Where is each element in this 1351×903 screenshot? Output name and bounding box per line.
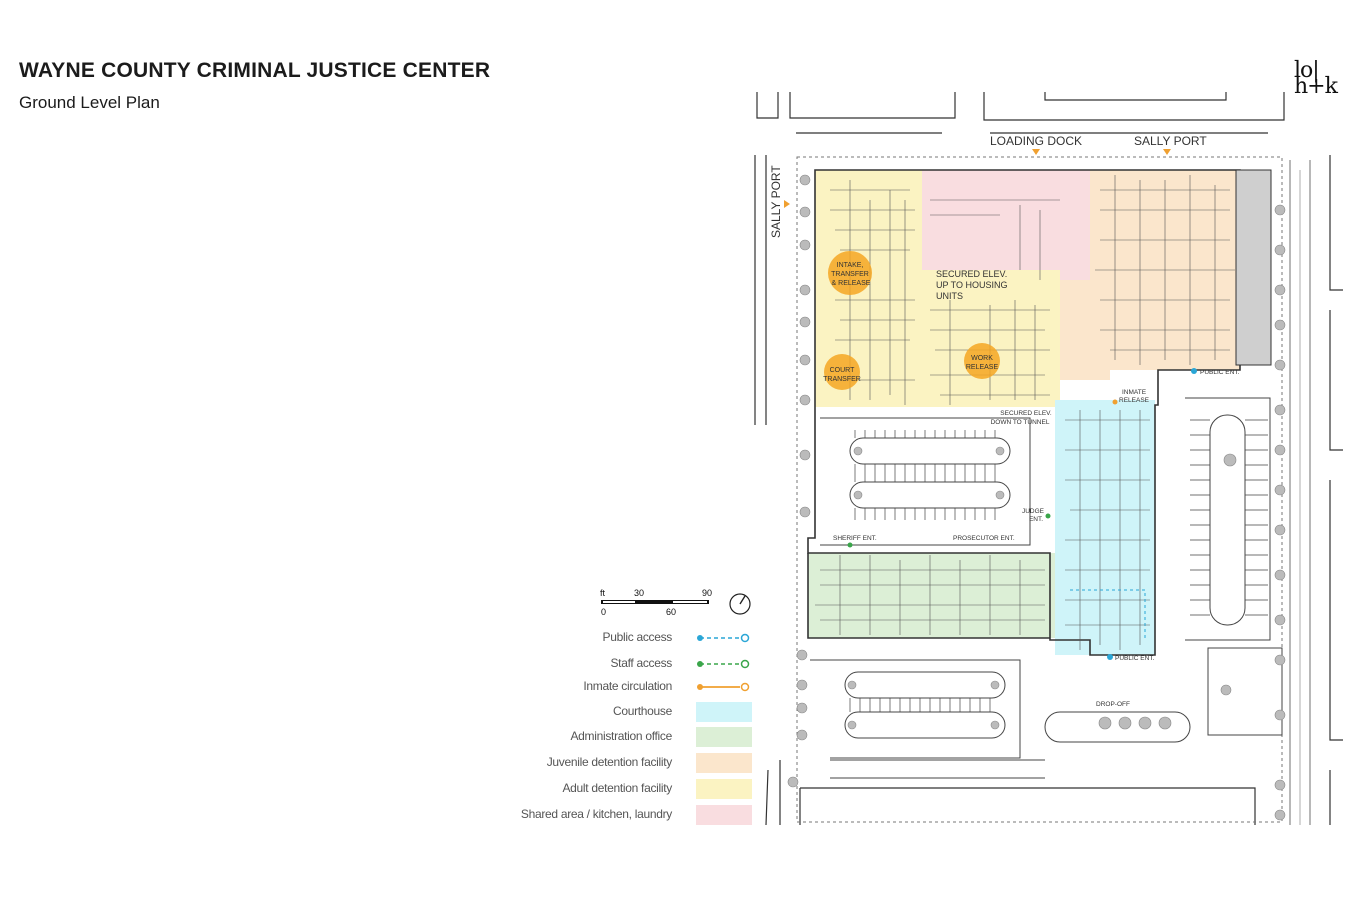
legend-item-shared: Shared area / kitchen, laundry	[480, 805, 752, 825]
label-court-transfer-2: TRANSFER	[823, 376, 861, 383]
logo-line-2: h+k	[1294, 74, 1338, 99]
label-court-transfer-1: COURT	[830, 367, 855, 374]
building-walls	[807, 169, 1272, 656]
label-loading-dock: LOADING DOCK	[990, 134, 1082, 148]
public-access-line-icon	[697, 633, 750, 643]
north-arrow-icon	[729, 593, 751, 615]
staff-access-line-icon	[697, 659, 750, 669]
label-judge-ent-2: ENT.	[1029, 516, 1043, 523]
shared-swatch	[696, 805, 752, 825]
legend-item-courthouse: Courthouse	[480, 702, 752, 722]
administration-swatch	[696, 727, 752, 747]
label-inmate-release-1: INMATE	[1122, 389, 1147, 396]
courthouse-swatch	[696, 702, 752, 722]
street-curbs	[754, 92, 1343, 826]
juvenile-swatch	[696, 753, 752, 773]
label-intake-1: INTAKE,	[837, 262, 864, 269]
label-secured-elev-up-2: UP TO HOUSING	[936, 280, 1008, 290]
label-work-release-2: RELEASE	[966, 364, 999, 371]
legend: Public access Staff access Inmate circul…	[480, 628, 760, 828]
legend-label: Administration office	[570, 729, 672, 743]
brand-logo: lo| h+k	[1290, 60, 1344, 104]
label-public-ent-top: PUBLIC ENT.	[1200, 369, 1240, 376]
label-public-ent-bottom: PUBLIC ENT.	[1115, 655, 1155, 662]
inmate-circulation-line-icon	[697, 682, 750, 692]
scale-tick-60: 60	[666, 607, 677, 617]
label-work-release-1: WORK	[971, 355, 993, 362]
legend-item-juvenile: Juvenile detention facility	[480, 753, 752, 773]
label-judge-ent-1: JUDGE	[1022, 508, 1045, 515]
legend-label: Juvenile detention facility	[546, 755, 673, 769]
legend-label: Inmate circulation	[583, 679, 672, 693]
legend-item-administration: Administration office	[480, 727, 752, 747]
scale-bar: ft 30 90 0 60	[598, 586, 718, 620]
label-secured-elev-up-3: UNITS	[936, 291, 963, 301]
label-sally-port-left: SALLY PORT	[769, 165, 783, 238]
adult-swatch	[696, 779, 752, 799]
legend-label: Public access	[602, 630, 673, 644]
circulation-markers	[784, 149, 1197, 660]
label-drop-off: DROP-OFF	[1096, 701, 1130, 708]
scale-bar-graphic	[601, 600, 709, 604]
label-intake-2: TRANSFER	[831, 271, 869, 278]
page-subtitle: Ground Level Plan	[19, 93, 160, 112]
legend-item-inmate-circulation: Inmate circulation	[480, 677, 752, 697]
site-plan: LOADING DOCK SALLY PORT SALLY PORT INTAK…	[754, 92, 1343, 826]
label-prosecutor-ent: PROSECUTOR ENT.	[953, 535, 1015, 542]
label-inmate-release-2: RELEASE	[1119, 397, 1150, 404]
label-secured-elev-up-1: SECURED ELEV.	[936, 269, 1007, 279]
scale-tick-90: 90	[702, 588, 713, 598]
scale-unit: ft	[600, 588, 606, 598]
label-sally-port-top: SALLY PORT	[1134, 134, 1207, 148]
program-circles	[824, 251, 1000, 390]
scale-tick-30: 30	[634, 588, 645, 598]
label-secured-elev-down-2: DOWN TO TUNNEL	[991, 419, 1050, 426]
legend-label: Courthouse	[612, 704, 672, 718]
parking-stripes	[849, 419, 1268, 712]
label-secured-elev-down-1: SECURED ELEV.	[1000, 410, 1052, 417]
scale-tick-0: 0	[601, 607, 607, 617]
label-intake-3: & RELEASE	[832, 280, 871, 287]
legend-item-adult: Adult detention facility	[480, 779, 752, 799]
legend-label: Adult detention facility	[562, 781, 672, 795]
page-title: WAYNE COUNTY CRIMINAL JUSTICE CENTER	[19, 59, 491, 82]
logo-line-1: lo|	[1294, 58, 1320, 83]
plan-labels: LOADING DOCK SALLY PORT SALLY PORT INTAK…	[769, 134, 1240, 708]
parking-lots	[810, 397, 1283, 779]
legend-label: Shared area / kitchen, laundry	[520, 807, 672, 821]
tree-icons	[787, 174, 1286, 821]
legend-label: Staff access	[610, 656, 672, 670]
label-sheriff-ent: SHERIFF ENT.	[833, 535, 877, 542]
legend-item-staff-access: Staff access	[480, 654, 752, 674]
legend-item-public-access: Public access	[480, 628, 752, 648]
